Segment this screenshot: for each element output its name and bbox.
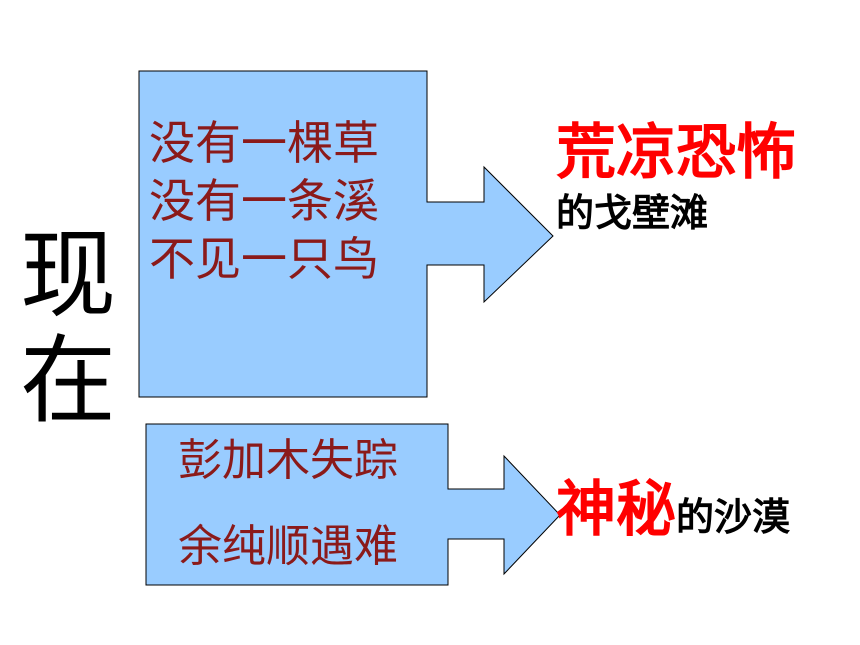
bottom-result-highlight: 神秘 bbox=[556, 475, 676, 545]
bottom-result: 神秘的沙漠 bbox=[556, 472, 790, 548]
top-result-highlight: 荒凉恐怖 bbox=[556, 118, 796, 188]
bottom-result-rest: 的沙漠 bbox=[676, 495, 791, 539]
top-box-text: 没有一棵草 没有一条溪 不见一只鸟 bbox=[149, 114, 379, 288]
top-result: 荒凉恐怖 的戈壁滩 bbox=[556, 118, 796, 238]
bottom-box-arrow bbox=[145, 423, 561, 586]
side-title-char-2: 在 bbox=[20, 325, 116, 437]
top-result-rest: 的戈壁滩 bbox=[556, 191, 709, 235]
top-box-arrow bbox=[138, 70, 554, 398]
top-box-line-2: 没有一条溪 bbox=[149, 174, 379, 228]
top-box-line-1: 没有一棵草 bbox=[149, 116, 379, 170]
bottom-box-line-1: 彭加木失踪 bbox=[178, 435, 398, 486]
side-title-char-1: 现 bbox=[20, 219, 116, 331]
side-title: 现 在 bbox=[20, 222, 140, 434]
top-box-line-3: 不见一只鸟 bbox=[149, 232, 379, 286]
bottom-box-line-2: 余纯顺遇难 bbox=[178, 521, 398, 572]
